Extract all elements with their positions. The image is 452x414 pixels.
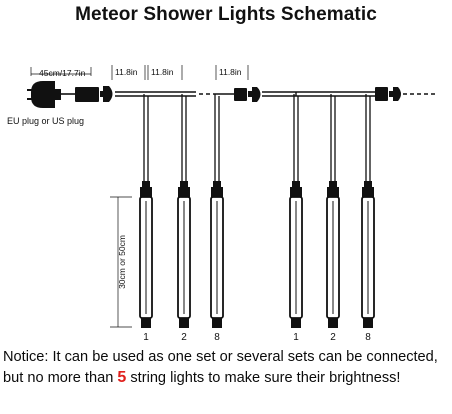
notice-highlight-number: 5 xyxy=(117,368,127,386)
spacing-label-1: 11.8in xyxy=(115,67,138,77)
left-tube-group xyxy=(139,94,224,328)
right-tube-1 xyxy=(289,94,303,328)
left-tube-number-1: 1 xyxy=(143,332,149,343)
left-tube-1 xyxy=(139,94,153,328)
left-group-wire xyxy=(115,91,234,97)
notice-text: Notice: It can be used as one set or sev… xyxy=(3,348,449,388)
left-tube-8 xyxy=(210,94,224,328)
plug-type-label: EU plug or US plug xyxy=(7,116,84,126)
right-tube-group xyxy=(289,94,375,328)
tube-length-label: 30cm or 50cm xyxy=(117,235,127,289)
right-group-wire xyxy=(262,91,375,97)
right-tube-2 xyxy=(326,94,340,328)
spacing-label-2: 11.8in xyxy=(151,67,174,77)
link-connector xyxy=(234,87,261,102)
left-tube-number-2: 2 xyxy=(181,332,187,343)
left-tube-number-8: 8 xyxy=(214,332,220,343)
left-tube-2 xyxy=(177,94,191,328)
plug-icon xyxy=(27,81,61,108)
right-tube-number-1: 1 xyxy=(293,332,299,343)
notice-text-after: string lights to make sure their brightn… xyxy=(126,369,401,386)
right-tube-number-8: 8 xyxy=(365,332,371,343)
notice-text-before: Notice: It can be used as one set or sev… xyxy=(3,349,438,386)
cable-length-label: 45cm/17.7in xyxy=(39,68,86,78)
schematic-diagram: 45cm/17.7in 11.8in 11.8in 11.8in xyxy=(7,65,438,343)
input-connector xyxy=(75,86,113,102)
right-tube-8 xyxy=(361,94,375,328)
spacing-label-3: 11.8in xyxy=(219,67,242,77)
output-connector xyxy=(375,87,401,101)
page-title: Meteor Shower Lights Schematic xyxy=(75,4,377,25)
right-tube-number-2: 2 xyxy=(330,332,336,343)
